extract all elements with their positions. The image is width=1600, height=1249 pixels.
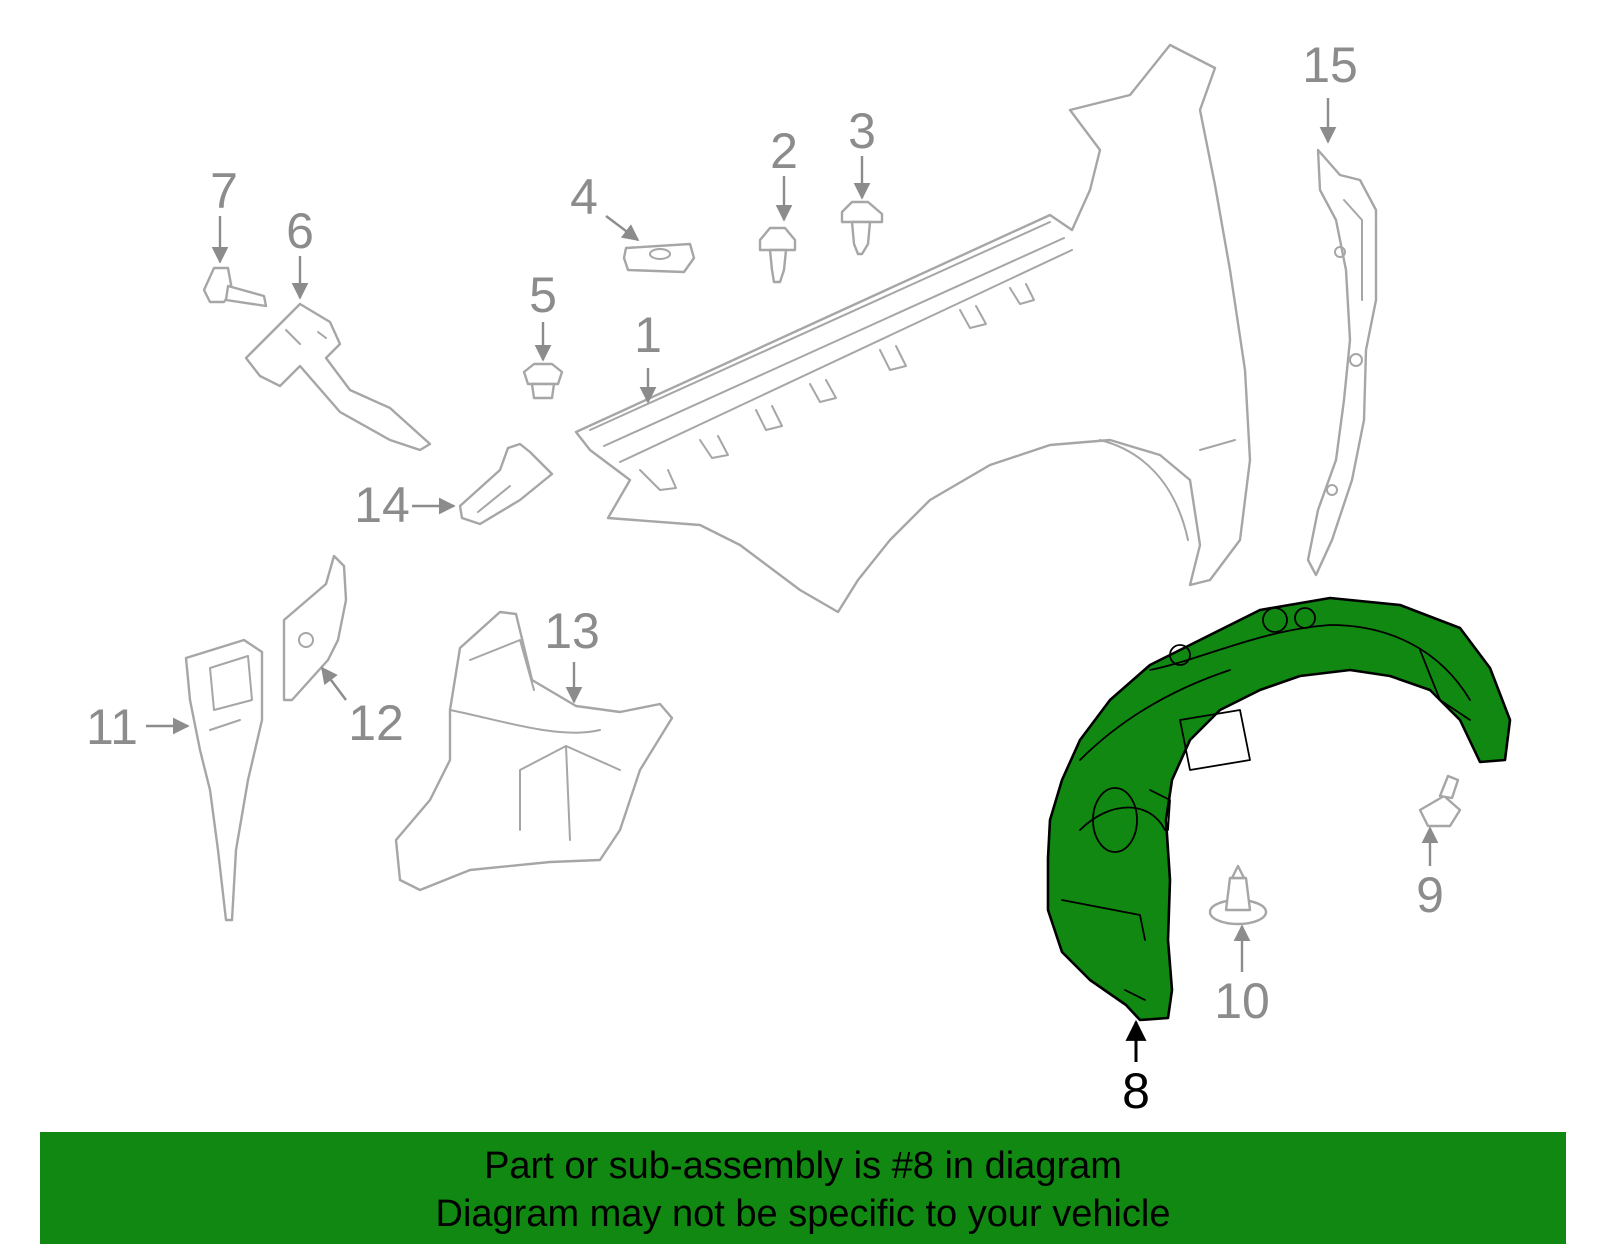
part-8-wheelhouse-liner[interactable] — [1046, 596, 1512, 1022]
callout-5: 5 — [529, 267, 557, 323]
callout-6: 6 — [286, 203, 314, 259]
part-12-bracket[interactable] — [282, 554, 348, 702]
part-4-clip[interactable] — [622, 242, 696, 274]
callout-8: 8 — [1122, 1063, 1150, 1119]
part-13-splash-shield[interactable] — [394, 610, 674, 892]
part-6-bracket[interactable] — [244, 302, 432, 452]
callout-15: 15 — [1302, 37, 1358, 93]
part-9-clip[interactable] — [1418, 774, 1462, 828]
part-10-push-pin[interactable] — [1208, 864, 1268, 926]
callout-7: 7 — [210, 163, 238, 219]
callout-9: 9 — [1416, 867, 1444, 923]
callout-1: 1 — [634, 307, 662, 363]
callout-11: 11 — [86, 699, 138, 755]
callout-12: 12 — [348, 695, 404, 751]
callout-3: 3 — [848, 103, 876, 159]
part-1-fender[interactable] — [574, 43, 1252, 614]
part-7-bolt[interactable] — [202, 266, 268, 308]
leader-4 — [605, 215, 640, 242]
callout-4: 4 — [570, 169, 598, 225]
callout-10: 10 — [1214, 973, 1270, 1029]
part-11-bracket[interactable] — [184, 638, 264, 922]
part-15-trim-bracket[interactable] — [1306, 148, 1378, 577]
banner-line-disclaimer: Diagram may not be specific to your vehi… — [435, 1193, 1171, 1235]
banner-line-part: Part or sub-assembly is #8 in diagram — [484, 1145, 1122, 1187]
part-14-bracket[interactable] — [458, 442, 554, 526]
part-3-fastener[interactable] — [840, 200, 884, 256]
part-5-nut[interactable] — [522, 362, 564, 400]
callout-14: 14 — [354, 477, 410, 533]
leader-12 — [320, 666, 347, 701]
callout-13: 13 — [544, 603, 600, 659]
info-banner: Part or sub-assembly is #8 in diagram Di… — [40, 1132, 1566, 1244]
callout-2: 2 — [770, 123, 798, 179]
part-2-fastener[interactable] — [758, 226, 797, 284]
